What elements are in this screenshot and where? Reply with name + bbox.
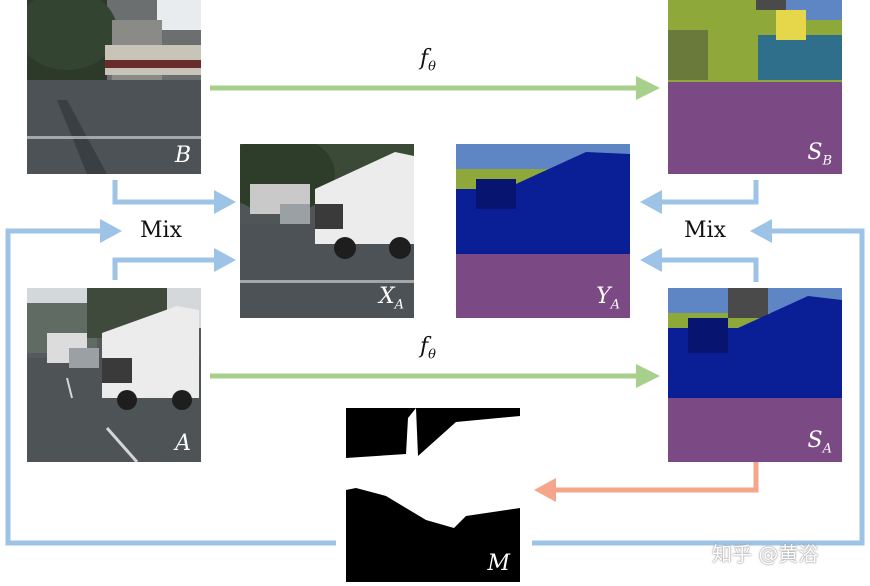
mix-label-left: Mix [140, 218, 182, 243]
image-a-label: A [175, 431, 191, 456]
mix-right-arrow-from-sb [658, 180, 759, 205]
image-sa-segmentation: SA [668, 288, 842, 462]
sa-to-mask-arrow [552, 462, 759, 493]
image-a-photo: A [27, 288, 201, 462]
mask-loop-arrow-left [5, 228, 336, 546]
image-sb-segmentation: SB [668, 0, 842, 174]
mix-right-arrowhead-bottom [640, 248, 662, 272]
ftheta-arrow-top [210, 76, 660, 100]
image-b-photo: B [27, 0, 201, 174]
mask-loop-arrowhead-right [750, 219, 772, 243]
image-xa-mixed: XA [240, 144, 414, 318]
image-b-label: B [174, 143, 191, 168]
mask-loop-arrow-right [532, 228, 865, 546]
mix-right-arrow-from-sa [658, 257, 759, 282]
mix-left-arrowhead-bottom [214, 248, 236, 272]
image-ya-segmentation: YA [456, 144, 630, 318]
mask-loop-arrowhead-left [100, 219, 122, 243]
mix-label-right: Mix [684, 218, 726, 243]
image-xa-label: XA [378, 283, 404, 312]
image-m-label: M [487, 551, 510, 576]
ftheta-label-bottom: fθ [420, 334, 436, 363]
mix-right-arrowhead-top [640, 190, 662, 214]
mix-left-arrowhead-top [214, 190, 236, 214]
image-ya-label: YA [596, 283, 620, 312]
image-sb-label: SB [807, 139, 832, 168]
image-sa-label: SA [807, 427, 832, 456]
image-m-mask: M [346, 408, 520, 582]
mix-left-arrow-from-a [112, 257, 218, 280]
ftheta-label-top: fθ [420, 46, 436, 75]
mix-left-arrow-from-b [112, 180, 218, 205]
ftheta-arrow-bottom [210, 364, 660, 388]
watermark: 知乎 @黄浴 [712, 542, 819, 566]
sa-to-mask-arrowhead [534, 478, 556, 502]
